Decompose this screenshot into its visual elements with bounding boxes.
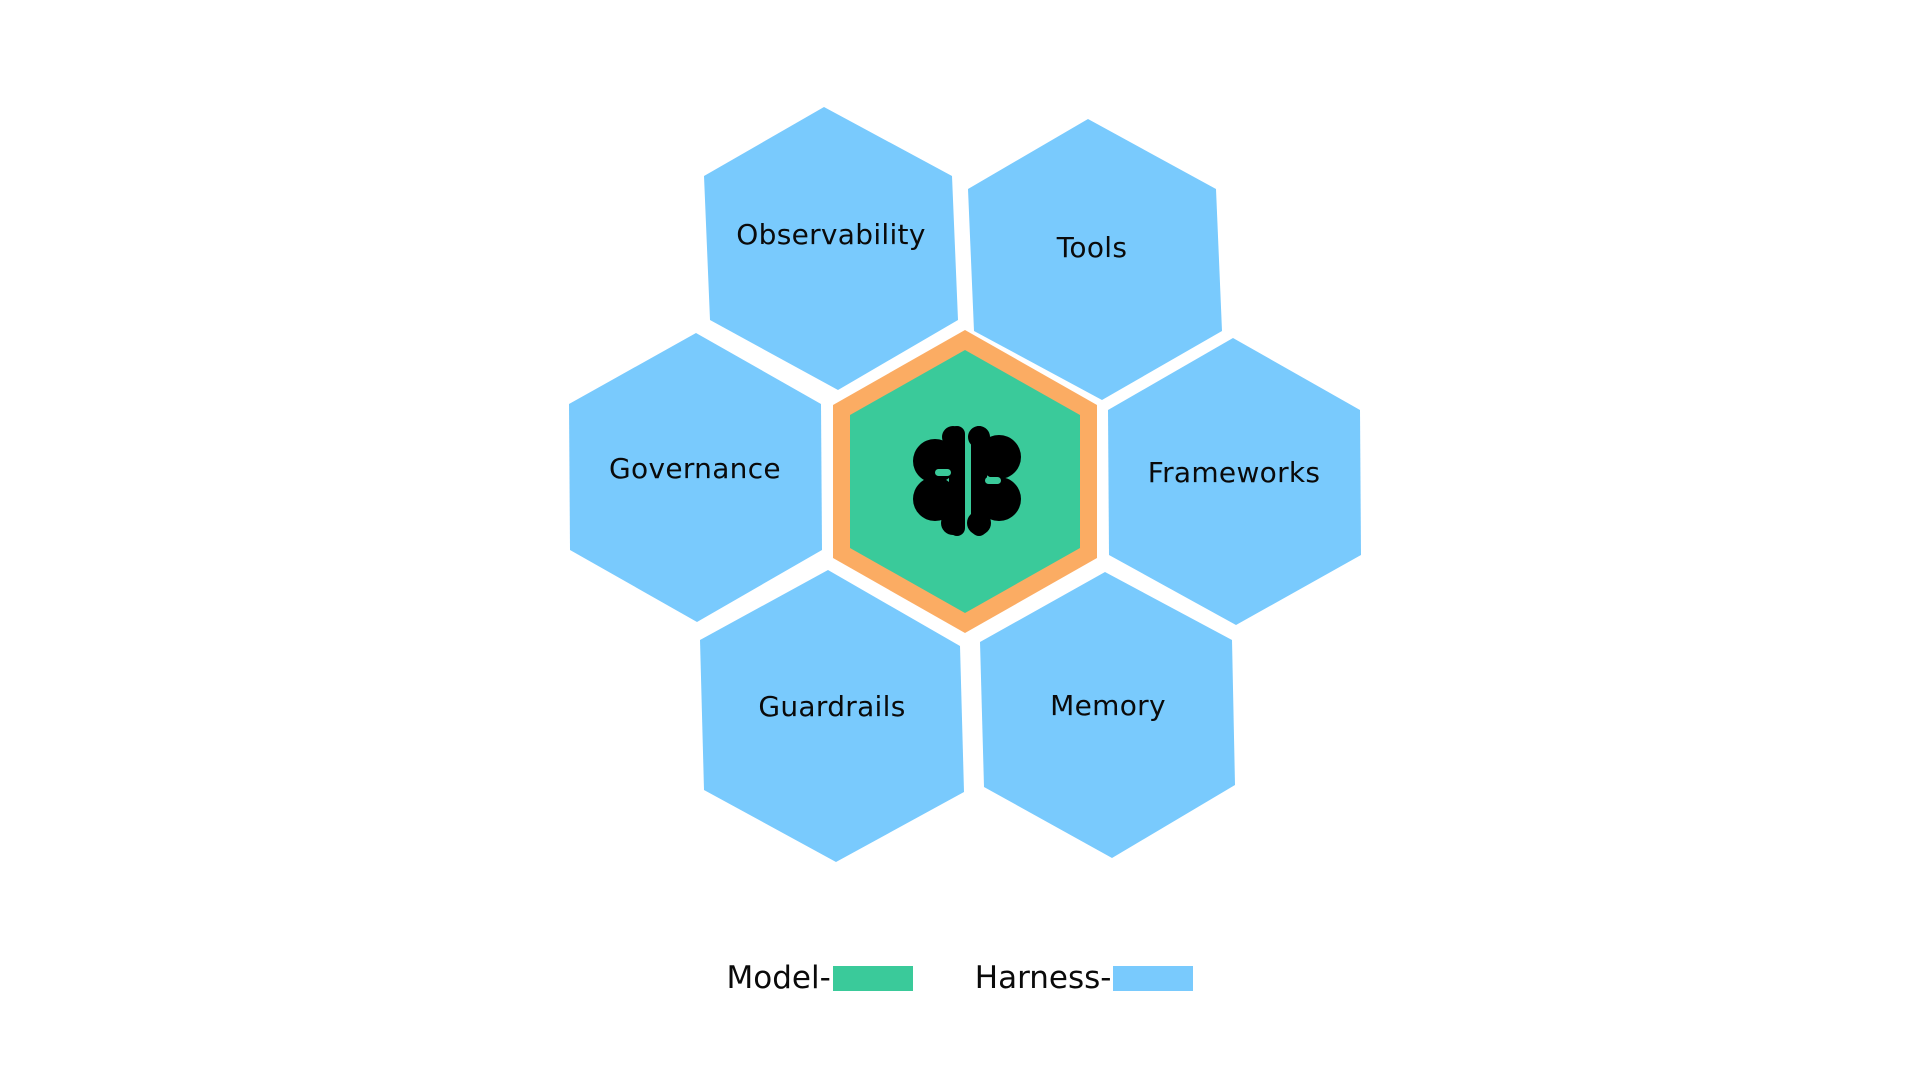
legend: Model- Harness- bbox=[0, 960, 1920, 996]
label-tools: Tools bbox=[1056, 231, 1127, 264]
legend-harness-swatch bbox=[1113, 965, 1194, 991]
hex-governance bbox=[569, 333, 822, 622]
label-memory: Memory bbox=[1050, 689, 1166, 722]
label-governance: Governance bbox=[609, 452, 781, 485]
harness-cell-frameworks: Frameworks bbox=[1108, 338, 1361, 625]
hex-frameworks bbox=[1108, 338, 1361, 625]
harness-cell-observability: Observability bbox=[704, 107, 958, 390]
brain-notch-left bbox=[935, 469, 951, 476]
brain-notch-right bbox=[985, 477, 1001, 484]
harness-cell-governance: Governance bbox=[569, 333, 822, 622]
label-observability: Observability bbox=[736, 218, 925, 251]
harness-cell-guardrails: Guardrails bbox=[700, 570, 964, 862]
legend-model-label: Model- bbox=[726, 960, 831, 996]
harness-cell-tools: Tools bbox=[968, 119, 1222, 400]
harness-cell-memory: Memory bbox=[980, 572, 1235, 858]
hex-memory bbox=[980, 572, 1235, 858]
hex-tools bbox=[968, 119, 1222, 400]
legend-model-swatch bbox=[832, 965, 913, 991]
label-guardrails: Guardrails bbox=[758, 690, 905, 723]
hex-observability bbox=[704, 107, 958, 390]
hex-guardrails bbox=[700, 570, 964, 862]
legend-item-harness: Harness- bbox=[975, 960, 1194, 996]
label-frameworks: Frameworks bbox=[1148, 456, 1321, 489]
center-model-cell bbox=[833, 330, 1097, 633]
brain-icon bbox=[913, 426, 1021, 536]
legend-item-model: Model- bbox=[727, 960, 913, 996]
legend-harness-label: Harness- bbox=[974, 960, 1112, 996]
